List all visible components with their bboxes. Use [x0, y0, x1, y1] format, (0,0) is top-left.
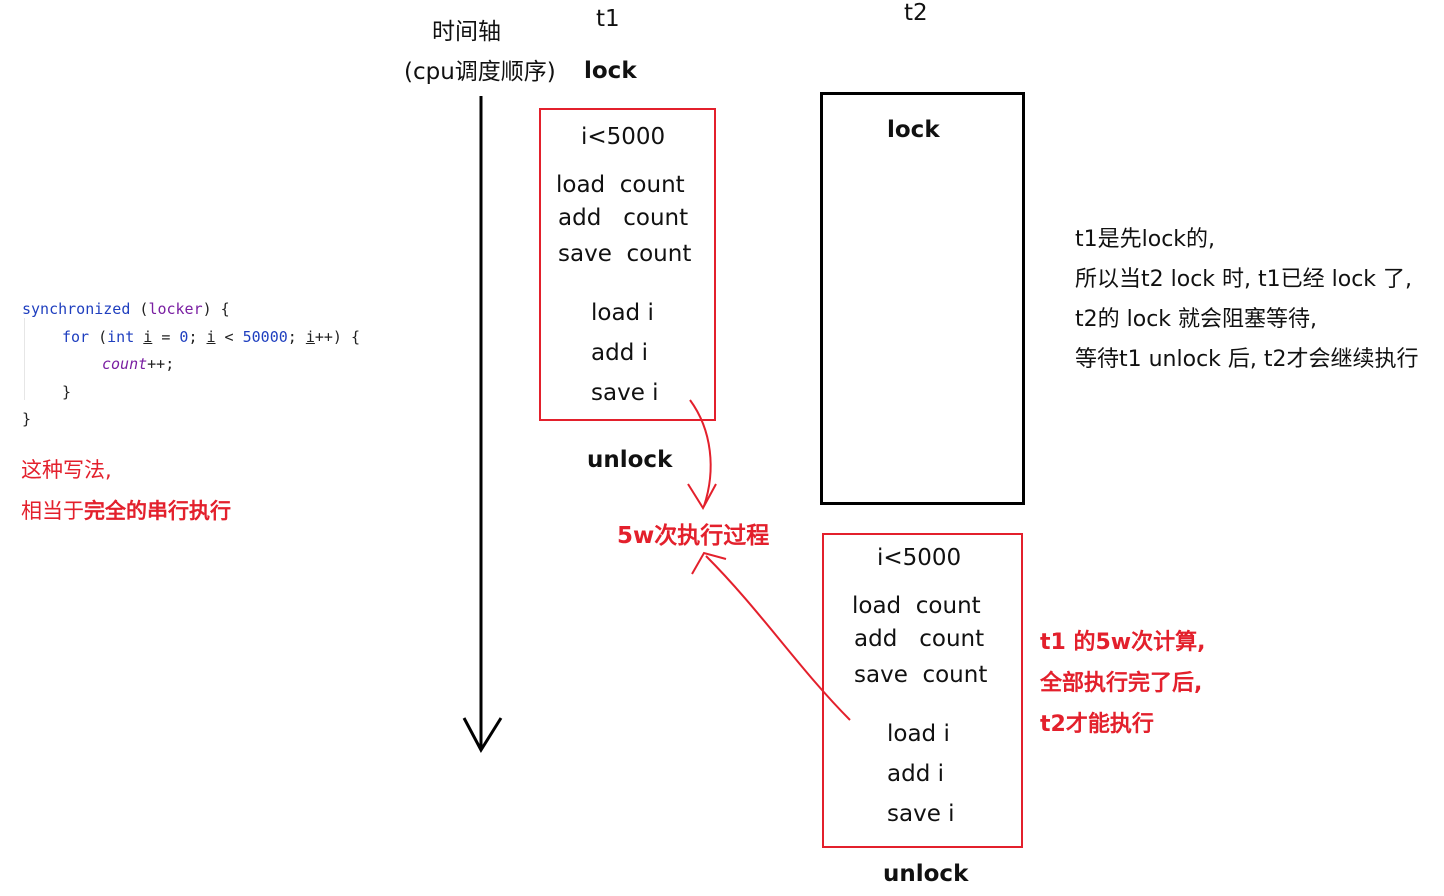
explanation-line-2: 所以当t2 lock 时, t1已经 lock 了, [1075, 267, 1413, 292]
t2-save-i: save i [887, 801, 955, 827]
explanation-red-line-3: t2才能执行 [1040, 712, 1154, 737]
code-punct: ( [130, 300, 149, 318]
t1-lock: lock [584, 58, 637, 84]
explanation-line-3: t2的 lock 就会阻塞等待, [1075, 307, 1318, 332]
code-line-2: for (int i = 0; i < 50000; i++) { [22, 324, 360, 352]
explanation-line-1: t1是先lock的, [1075, 227, 1216, 252]
t2-critical-section: i<5000 load count add count save count l… [822, 533, 1023, 848]
explanation-red-line-2: 全部执行完了后, [1040, 671, 1203, 696]
t1-loop-condition: i<5000 [581, 124, 666, 150]
t1-title: t1 [596, 6, 620, 32]
code-snippet: synchronized (locker) { for (int i = 0; … [22, 296, 360, 434]
loop-arrow-up [705, 555, 851, 721]
code-punct: ( [89, 327, 108, 346]
code-lock-object: locker [148, 300, 203, 318]
t2-add-i: add i [887, 761, 944, 787]
code-var: i [143, 327, 153, 346]
code-keyword: synchronized [22, 300, 131, 318]
code-line-3: count++; [22, 351, 360, 379]
code-punct: ++; [147, 355, 175, 373]
code-punct: ) { [202, 300, 230, 318]
loop-arrow-down [689, 399, 712, 507]
t1-save-i: save i [591, 380, 659, 406]
loop-label: 5w次执行过程 [617, 523, 770, 549]
code-keyword: int [107, 327, 135, 346]
code-var: i [206, 327, 216, 346]
explanation-line-4: 等待t1 unlock 后, t2才会继续执行 [1075, 347, 1419, 372]
serial-note-line-2: 相当于完全的串行执行 [21, 491, 231, 532]
serial-note-emphasis: 完全的串行执行 [84, 499, 231, 523]
t2-lock: lock [887, 117, 940, 143]
explanation-red: t1 的5w次计算, 全部执行完了后, t2才能执行 [1040, 622, 1205, 745]
indent-guide [24, 318, 25, 400]
code-var: i [305, 327, 315, 346]
serial-note-prefix: 相当于 [21, 499, 84, 523]
t2-blocked-region: lock [820, 92, 1025, 505]
t1-save-count: save count [558, 241, 692, 267]
t2-load-count: load count [852, 593, 981, 619]
code-punct [134, 328, 143, 346]
code-punct: < [215, 327, 243, 346]
code-punct: ; [287, 327, 306, 346]
serial-note: 这种写法, 相当于完全的串行执行 [21, 450, 231, 532]
t1-load-count: load count [556, 172, 685, 198]
t1-add-i: add i [591, 340, 648, 366]
serial-note-line-1: 这种写法, [21, 458, 112, 482]
code-static-var: count [102, 355, 148, 373]
timeline-subtitle: (cpu调度顺序) [404, 59, 556, 85]
t2-unlock: unlock [883, 861, 969, 887]
t2-add-count: add count [854, 626, 985, 652]
explanation: t1是先lock的, 所以当t2 lock 时, t1已经 lock 了, t2… [1075, 220, 1419, 380]
code-punct: = [152, 327, 180, 346]
loop-arrow-up-head [691, 551, 727, 575]
loop-arrow-down-head [687, 483, 717, 510]
code-number: 50000 [242, 327, 288, 346]
code-line-1: synchronized (locker) { [22, 296, 360, 324]
t2-title: t2 [904, 0, 928, 26]
t2-load-i: load i [887, 721, 950, 747]
code-punct: ; [188, 327, 207, 346]
explanation-red-line-1: t1 的5w次计算, [1040, 630, 1206, 655]
t1-add-count: add count [558, 205, 689, 231]
t2-save-count: save count [854, 662, 988, 688]
t1-unlock: unlock [587, 447, 673, 473]
timeline-title: 时间轴 [432, 19, 501, 45]
code-punct: ++) { [314, 327, 361, 346]
code-keyword: for [62, 327, 90, 346]
code-line-5: } [22, 410, 32, 428]
code-number: 0 [179, 327, 189, 346]
t1-load-i: load i [591, 300, 654, 326]
code-line-4: } [62, 382, 72, 401]
t1-critical-section: i<5000 load count add count save count l… [539, 108, 716, 421]
t2-loop-condition: i<5000 [877, 545, 962, 571]
timeline-arrowhead [462, 717, 503, 753]
